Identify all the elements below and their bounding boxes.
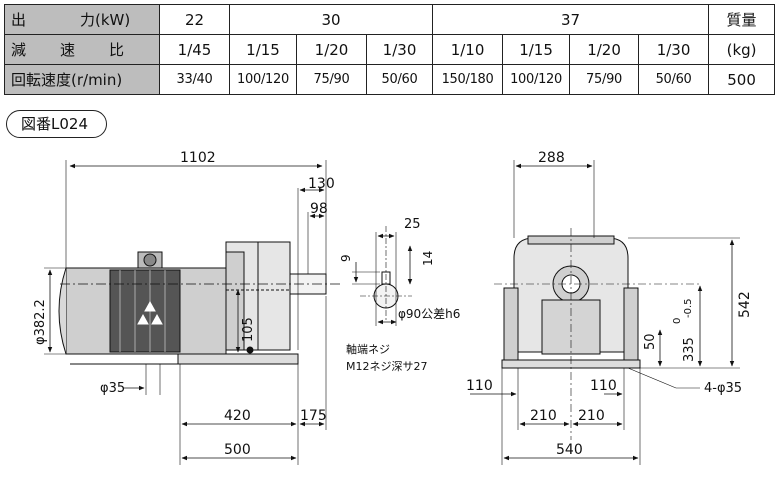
dim-right-110: 110 bbox=[590, 378, 617, 394]
dim-motor-dia: φ382.2 bbox=[33, 299, 48, 345]
speed-cell: 33/40 bbox=[159, 64, 230, 95]
ratio-row: 減速比 1/45 1/15 1/20 1/30 1/10 1/15 1/20 1… bbox=[4, 34, 776, 65]
speed-row: 回転速度(r/min) 33/40 100/120 75/90 50/60 15… bbox=[4, 64, 776, 95]
dim-holes: 4-φ35 bbox=[704, 381, 742, 396]
shaft-note-1: 軸端ネジ bbox=[346, 342, 390, 356]
dim-105: 105 bbox=[241, 317, 256, 342]
dim-540: 540 bbox=[556, 442, 583, 458]
ratio-cell: 1/30 bbox=[365, 34, 434, 65]
ratio-cell: 1/15 bbox=[502, 34, 571, 65]
spec-table: 出力(kW) 22 30 37 質量 減速比 1/45 1/15 1/20 1/… bbox=[4, 4, 776, 95]
dim-tol-lower: -0.5 bbox=[683, 298, 694, 318]
base-frame bbox=[177, 353, 299, 365]
mass-value: 500 bbox=[708, 64, 776, 95]
dim-key-14: 14 bbox=[421, 251, 435, 266]
dim-130: 130 bbox=[308, 176, 335, 192]
speed-cell: 50/60 bbox=[638, 64, 710, 95]
ratio-label-3: 比 bbox=[109, 41, 125, 59]
speed-label: 回転速度(r/min) bbox=[4, 64, 160, 95]
dim-center-height: 335 bbox=[682, 337, 697, 362]
ratio-label-2: 速 bbox=[60, 41, 76, 59]
output-label-b: 力(kW) bbox=[80, 11, 131, 29]
output-label-a: 出 bbox=[11, 11, 27, 29]
ratio-cell: 1/30 bbox=[638, 34, 710, 65]
front-view bbox=[470, 160, 740, 465]
speed-cell: 100/120 bbox=[502, 64, 571, 95]
speed-cell: 75/90 bbox=[569, 64, 640, 95]
dim-foot-dia: φ35 bbox=[100, 381, 125, 396]
ratio-cell: 1/15 bbox=[229, 34, 297, 65]
dim-542: 542 bbox=[737, 291, 753, 318]
output-37: 37 bbox=[432, 4, 710, 35]
motor-end-cap bbox=[58, 267, 67, 355]
output-label: 出 力(kW) bbox=[4, 4, 160, 35]
speed-cell: 50/60 bbox=[365, 64, 434, 95]
mass-unit: (kg) bbox=[708, 34, 776, 65]
brand-logo-icon bbox=[137, 300, 163, 325]
ratio-label: 減速比 bbox=[4, 34, 160, 65]
speed-cell: 100/120 bbox=[229, 64, 297, 95]
dim-175: 175 bbox=[300, 408, 327, 424]
ratio-label-1: 減 bbox=[11, 41, 27, 59]
dim-key-9: 9 bbox=[339, 254, 353, 262]
side-view bbox=[44, 160, 340, 465]
shaft-note-2: M12ネジ深サ27 bbox=[346, 360, 428, 373]
dim-50: 50 bbox=[643, 333, 658, 350]
speed-cell: 150/180 bbox=[432, 64, 504, 95]
dim-key-25: 25 bbox=[404, 217, 421, 232]
dim-500: 500 bbox=[224, 442, 251, 458]
shaft-detail bbox=[352, 226, 413, 326]
drawing-number-badge: 図番L024 bbox=[6, 110, 107, 138]
dim-98: 98 bbox=[310, 201, 328, 217]
mass-label: 質量 bbox=[708, 4, 776, 35]
dim-left-110: 110 bbox=[466, 378, 493, 394]
dim-210-right: 210 bbox=[578, 408, 605, 424]
dim-210-left: 210 bbox=[530, 408, 557, 424]
dim-overall-length: 1102 bbox=[180, 150, 216, 166]
dim-420: 420 bbox=[224, 408, 251, 424]
dim-tol-upper: 0 bbox=[672, 318, 683, 324]
dim-shaft-dia: φ90公差h6 bbox=[398, 307, 460, 321]
ratio-cell: 1/10 bbox=[432, 34, 504, 65]
dim-288: 288 bbox=[538, 150, 565, 166]
